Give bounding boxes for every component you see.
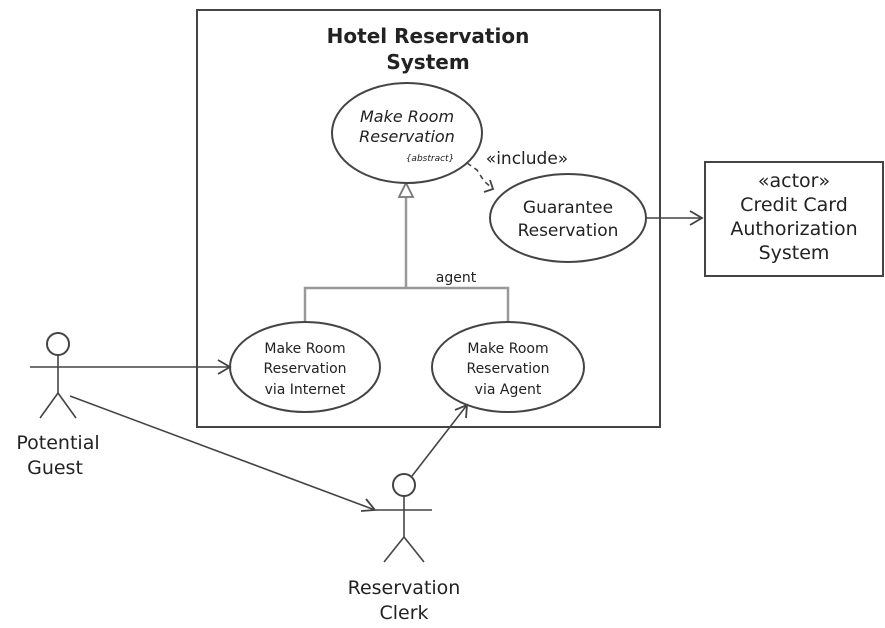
credit-card-line1: Credit Card xyxy=(740,194,848,216)
guarantee-line1: Guarantee xyxy=(523,198,613,218)
make-room-line1: Make Room xyxy=(360,107,454,126)
credit-card-line2: Authorization xyxy=(730,218,857,240)
credit-card-line3: System xyxy=(759,242,830,264)
association-credit-card xyxy=(646,210,704,226)
reservation-clerk-line2: Clerk xyxy=(379,602,428,624)
actor-credit-card-system: «actor» Credit Card Authorization System xyxy=(704,161,884,277)
system-title-line1: Hotel Reservation xyxy=(327,24,530,48)
generalization-triangle xyxy=(397,180,415,198)
include-dependency xyxy=(466,162,495,193)
potential-guest-line1: Potential xyxy=(16,432,99,454)
use-case-via-internet: Make Room Reservation via Internet xyxy=(229,321,381,413)
include-label: «include» xyxy=(486,149,568,169)
potential-guest-line2: Guest xyxy=(27,457,83,479)
reservation-clerk-line1: Reservation xyxy=(348,577,461,599)
agent-label: agent xyxy=(436,270,477,286)
actor-reservation-clerk: Reservation Clerk xyxy=(348,473,461,624)
reservation-clerk-head xyxy=(392,473,416,497)
actor-potential-guest: Potential Guest xyxy=(16,332,100,479)
abstract-tag: {abstract} xyxy=(406,154,455,164)
generalization-connector xyxy=(303,180,510,322)
guarantee-line2: Reservation xyxy=(518,221,619,241)
association-guest-clerk xyxy=(69,395,377,512)
via-internet-line3: via Internet xyxy=(265,382,346,398)
system-title-line2: System xyxy=(386,50,469,74)
credit-card-stereotype: «actor» xyxy=(758,170,830,192)
use-case-make-room-reservation: Make Room Reservation {abstract} xyxy=(331,82,483,184)
via-internet-line1: Make Room xyxy=(264,341,345,357)
via-agent-line3: via Agent xyxy=(475,382,542,398)
via-internet-line2: Reservation xyxy=(263,361,346,377)
association-guest-internet xyxy=(86,359,232,375)
use-case-via-agent: Make Room Reservation via Agent xyxy=(431,321,585,413)
potential-guest-head xyxy=(46,332,70,356)
use-case-guarantee-reservation: Guarantee Reservation xyxy=(489,173,647,263)
make-room-line2: Reservation xyxy=(359,127,455,146)
via-agent-line2: Reservation xyxy=(466,361,549,377)
via-agent-line1: Make Room xyxy=(467,341,548,357)
association-clerk-agent xyxy=(411,403,469,477)
